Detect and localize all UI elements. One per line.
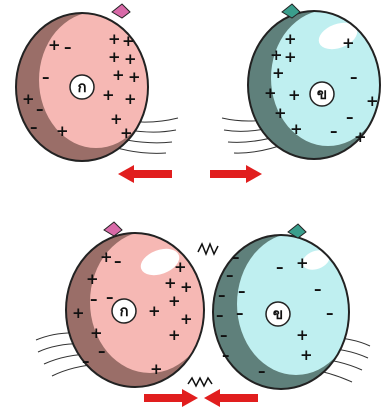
charge-plus: + bbox=[270, 46, 283, 64]
charge-minus: – bbox=[350, 68, 358, 86]
charge-plus: + bbox=[264, 84, 277, 102]
charge-minus: – bbox=[216, 306, 224, 324]
balloon-a-top-knot bbox=[111, 3, 131, 19]
balloon-a-top-charges: + – + + + + + + – + + + – + – + + bbox=[22, 30, 141, 142]
charge-plus: + bbox=[180, 310, 193, 328]
charge-plus: + bbox=[272, 64, 285, 82]
balloon-a-bottom: ก + – + + + + – – + + + + + + – – + bbox=[35, 221, 205, 388]
charge-minus: – bbox=[314, 280, 322, 298]
balloon-a-bottom-highlight bbox=[140, 248, 180, 276]
spark-top-icon bbox=[197, 241, 219, 257]
charge-plus: + bbox=[180, 278, 193, 296]
charge-plus: + bbox=[128, 68, 141, 86]
charge-plus: + bbox=[124, 90, 137, 108]
arrow-right-repel bbox=[210, 165, 262, 183]
charge-minus: – bbox=[232, 248, 240, 266]
balloon-a-top-badge bbox=[69, 74, 95, 100]
balloon-a-bottom-face bbox=[90, 233, 204, 373]
charge-plus: + bbox=[296, 326, 309, 344]
balloon-b-bottom-highlight bbox=[302, 250, 330, 270]
spark-bottom-icon bbox=[187, 376, 213, 388]
arrow-left-repel bbox=[118, 165, 172, 183]
charge-minus: – bbox=[238, 282, 246, 300]
arrow-left-attract bbox=[204, 389, 258, 407]
charge-plus: + bbox=[168, 326, 181, 344]
balloon-a-top-face bbox=[39, 13, 148, 148]
charge-plus: + bbox=[342, 34, 355, 52]
charge-plus: + bbox=[22, 90, 35, 108]
charge-minus: – bbox=[98, 342, 106, 360]
balloon-b-bottom-face bbox=[237, 235, 349, 375]
balloon-b-bottom-badge bbox=[265, 301, 291, 327]
charge-minus: – bbox=[346, 108, 354, 126]
balloon-b-top: ข + + + + + – + + + + – + – + bbox=[221, 3, 381, 160]
charge-plus: + bbox=[124, 50, 137, 68]
charge-minus: – bbox=[258, 362, 266, 380]
charge-minus: – bbox=[30, 118, 38, 136]
charge-minus: – bbox=[36, 100, 44, 118]
charge-plus: + bbox=[86, 270, 99, 288]
charge-plus: + bbox=[174, 258, 187, 276]
balloon-b-top-label: ข bbox=[317, 85, 327, 103]
charge-minus: – bbox=[106, 288, 114, 306]
charge-plus: + bbox=[48, 36, 61, 54]
charge-plus: + bbox=[300, 346, 313, 364]
charge-plus: + bbox=[274, 104, 287, 122]
charge-plus: + bbox=[296, 254, 309, 272]
balloon-b-top-face bbox=[271, 11, 380, 146]
charge-plus: + bbox=[290, 120, 303, 138]
charge-plus: + bbox=[284, 48, 297, 66]
balloon-a-bottom-charges: + – + + + + – – + + + + + + – – + bbox=[72, 248, 193, 378]
charge-minus: – bbox=[90, 290, 98, 308]
balloon-a-top: ก + – + + + + + + – + + + – + – + + bbox=[15, 3, 179, 162]
charge-plus: + bbox=[120, 124, 133, 142]
charge-plus: + bbox=[148, 302, 161, 320]
charge-plus: + bbox=[122, 32, 135, 50]
charge-plus: + bbox=[90, 324, 103, 342]
charge-plus: + bbox=[100, 248, 113, 266]
charge-plus: + bbox=[288, 86, 301, 104]
charge-minus: – bbox=[226, 266, 234, 284]
charge-minus: – bbox=[64, 38, 72, 56]
charge-minus: – bbox=[326, 304, 334, 322]
charge-plus: + bbox=[150, 360, 163, 378]
balloon-b-bottom: ข – – – + – – – – – – – + – + – bbox=[212, 223, 371, 390]
charge-minus: – bbox=[220, 326, 228, 344]
balloon-b-bottom-label: ข bbox=[273, 305, 283, 323]
charge-plus: + bbox=[366, 92, 379, 110]
charge-minus: – bbox=[276, 258, 284, 276]
charge-minus: – bbox=[222, 346, 230, 364]
charge-minus: – bbox=[82, 352, 90, 370]
balloon-a-bottom-knot bbox=[103, 221, 123, 237]
arrow-right-attract bbox=[144, 389, 198, 407]
charge-plus: + bbox=[56, 122, 69, 140]
charge-plus: + bbox=[354, 128, 367, 146]
balloon-b-top-highlight bbox=[318, 22, 358, 50]
balloon-b-bottom-charges: – – – + – – – – – – – + – + – bbox=[216, 248, 334, 380]
charge-minus: – bbox=[114, 252, 122, 270]
balloon-a-bottom-badge bbox=[111, 298, 137, 324]
balloon-b-top-knot bbox=[281, 3, 301, 19]
charge-plus: + bbox=[102, 86, 115, 104]
charge-plus: + bbox=[164, 274, 177, 292]
charge-plus: + bbox=[110, 110, 123, 128]
charge-plus: + bbox=[108, 48, 121, 66]
charge-minus: – bbox=[42, 68, 50, 86]
charge-plus: + bbox=[284, 30, 297, 48]
balloon-b-top-badge bbox=[309, 81, 335, 107]
balloon-b-top-charges: + + + + + – + + + + – + – + bbox=[264, 30, 379, 146]
charge-minus: – bbox=[218, 286, 226, 304]
charge-plus: + bbox=[72, 304, 85, 322]
balloon-a-top-label: ก bbox=[77, 78, 86, 96]
balloon-b-bottom-knot bbox=[287, 223, 307, 239]
charge-minus: – bbox=[330, 122, 338, 140]
charge-plus: + bbox=[112, 66, 125, 84]
balloon-a-bottom-label: ก bbox=[119, 302, 128, 320]
charge-plus: + bbox=[168, 292, 181, 310]
charge-plus: + bbox=[108, 30, 121, 48]
charge-minus: – bbox=[236, 304, 244, 322]
